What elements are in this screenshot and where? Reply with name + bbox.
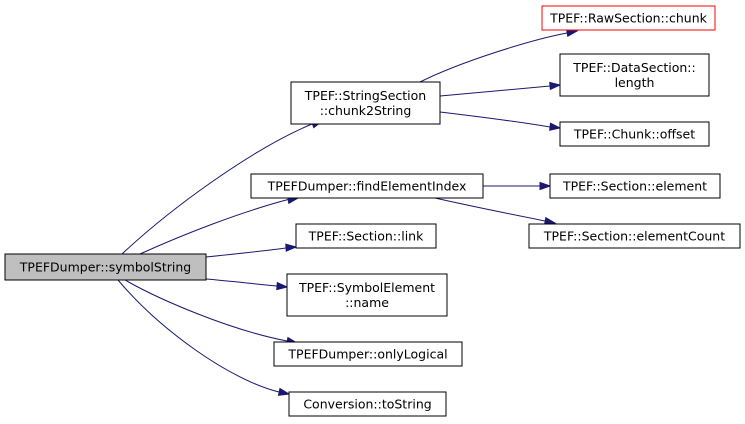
- edge-line: [121, 123, 313, 255]
- node-label: TPEFDumper::findElementIndex: [267, 179, 467, 194]
- node-box: [250, 173, 484, 199]
- edge-chunk2string-to-chunk_offset: [439, 111, 562, 131]
- node-label: TPEF::Section::link: [308, 229, 424, 244]
- edge-root-to-symbol_element_name: [205, 278, 289, 291]
- edge-root-to-conversion_to_string: [117, 279, 291, 396]
- nodes: TPEFDumper::symbolString TPEF::StringSect…: [4, 5, 741, 417]
- edge-chunk2string-to-data_section_length: [439, 81, 562, 97]
- node-label: TPEF::StringSection: [304, 88, 426, 103]
- edge-line: [439, 111, 551, 128]
- edge-line: [117, 279, 280, 393]
- arrow-head-icon: [276, 281, 289, 291]
- node-only-logical[interactable]: TPEFDumper::onlyLogical: [273, 341, 463, 367]
- edge-line: [434, 197, 546, 222]
- node-box: [528, 223, 741, 249]
- edge-find_element_index-to-section_element: [483, 181, 552, 191]
- node-section-link[interactable]: TPEF::Section::link: [295, 223, 437, 249]
- node-chunk-offset[interactable]: TPEF::Chunk::offset: [559, 121, 710, 147]
- edge-line: [139, 198, 291, 255]
- node-box: [286, 273, 448, 317]
- node-label: TPEFDumper::onlyLogical: [287, 347, 447, 362]
- node-label: TPEF::Section::elementCount: [543, 229, 725, 244]
- arrow-head-icon: [285, 243, 298, 252]
- node-conversion-to-string[interactable]: Conversion::toString: [288, 391, 447, 417]
- node-label: ::name: [345, 295, 389, 310]
- node-root[interactable]: TPEFDumper::symbolString: [4, 253, 207, 281]
- edge-line: [419, 32, 568, 83]
- node-section-element[interactable]: TPEF::Section::element: [549, 173, 721, 199]
- node-label: TPEF::RawSection::chunk: [549, 11, 708, 26]
- arrow-head-icon: [549, 81, 562, 91]
- node-box: [4, 253, 207, 281]
- node-box: [549, 173, 721, 199]
- node-data-section-length[interactable]: TPEF::DataSection::length: [559, 53, 710, 97]
- node-box: [290, 81, 441, 125]
- node-label: Conversion::toString: [303, 397, 431, 412]
- node-raw-section-chunk[interactable]: TPEF::RawSection::chunk: [541, 5, 716, 31]
- node-find-element-index[interactable]: TPEFDumper::findElementIndex: [250, 173, 484, 199]
- node-section-element-count[interactable]: TPEF::Section::elementCount: [528, 223, 741, 249]
- edge-find_element_index-to-section_element_count: [434, 197, 557, 226]
- node-label: TPEF::DataSection::: [572, 60, 695, 75]
- node-symbol-element-name[interactable]: TPEF::SymbolElement::name: [286, 273, 448, 317]
- edge-root-to-only_logical: [124, 279, 299, 345]
- node-label: TPEFDumper::symbolString: [19, 260, 191, 275]
- node-box: [273, 341, 463, 367]
- node-label: TPEF::SymbolElement: [298, 280, 435, 295]
- edge-line: [124, 279, 288, 342]
- edge-root-to-find_element_index: [139, 195, 300, 255]
- edge-line: [205, 278, 278, 287]
- node-label: ::chunk2String: [320, 103, 412, 118]
- node-box: [295, 223, 437, 249]
- arrow-head-icon: [277, 387, 291, 396]
- node-label: TPEF::Chunk::offset: [573, 127, 695, 142]
- node-label: TPEF::Section::element: [562, 179, 707, 194]
- node-box: [559, 121, 710, 147]
- arrow-head-icon: [539, 181, 552, 191]
- node-box: [288, 391, 447, 417]
- node-box: [541, 5, 716, 31]
- node-label: length: [615, 75, 655, 90]
- edge-chunk2string-to-raw_section_chunk: [419, 28, 579, 83]
- arrow-head-icon: [549, 122, 562, 131]
- edge-line: [439, 85, 551, 97]
- edge-line: [205, 247, 287, 258]
- node-box: [559, 53, 710, 97]
- node-chunk2string[interactable]: TPEF::StringSection::chunk2String: [290, 81, 441, 125]
- edge-root-to-section_link: [205, 243, 298, 258]
